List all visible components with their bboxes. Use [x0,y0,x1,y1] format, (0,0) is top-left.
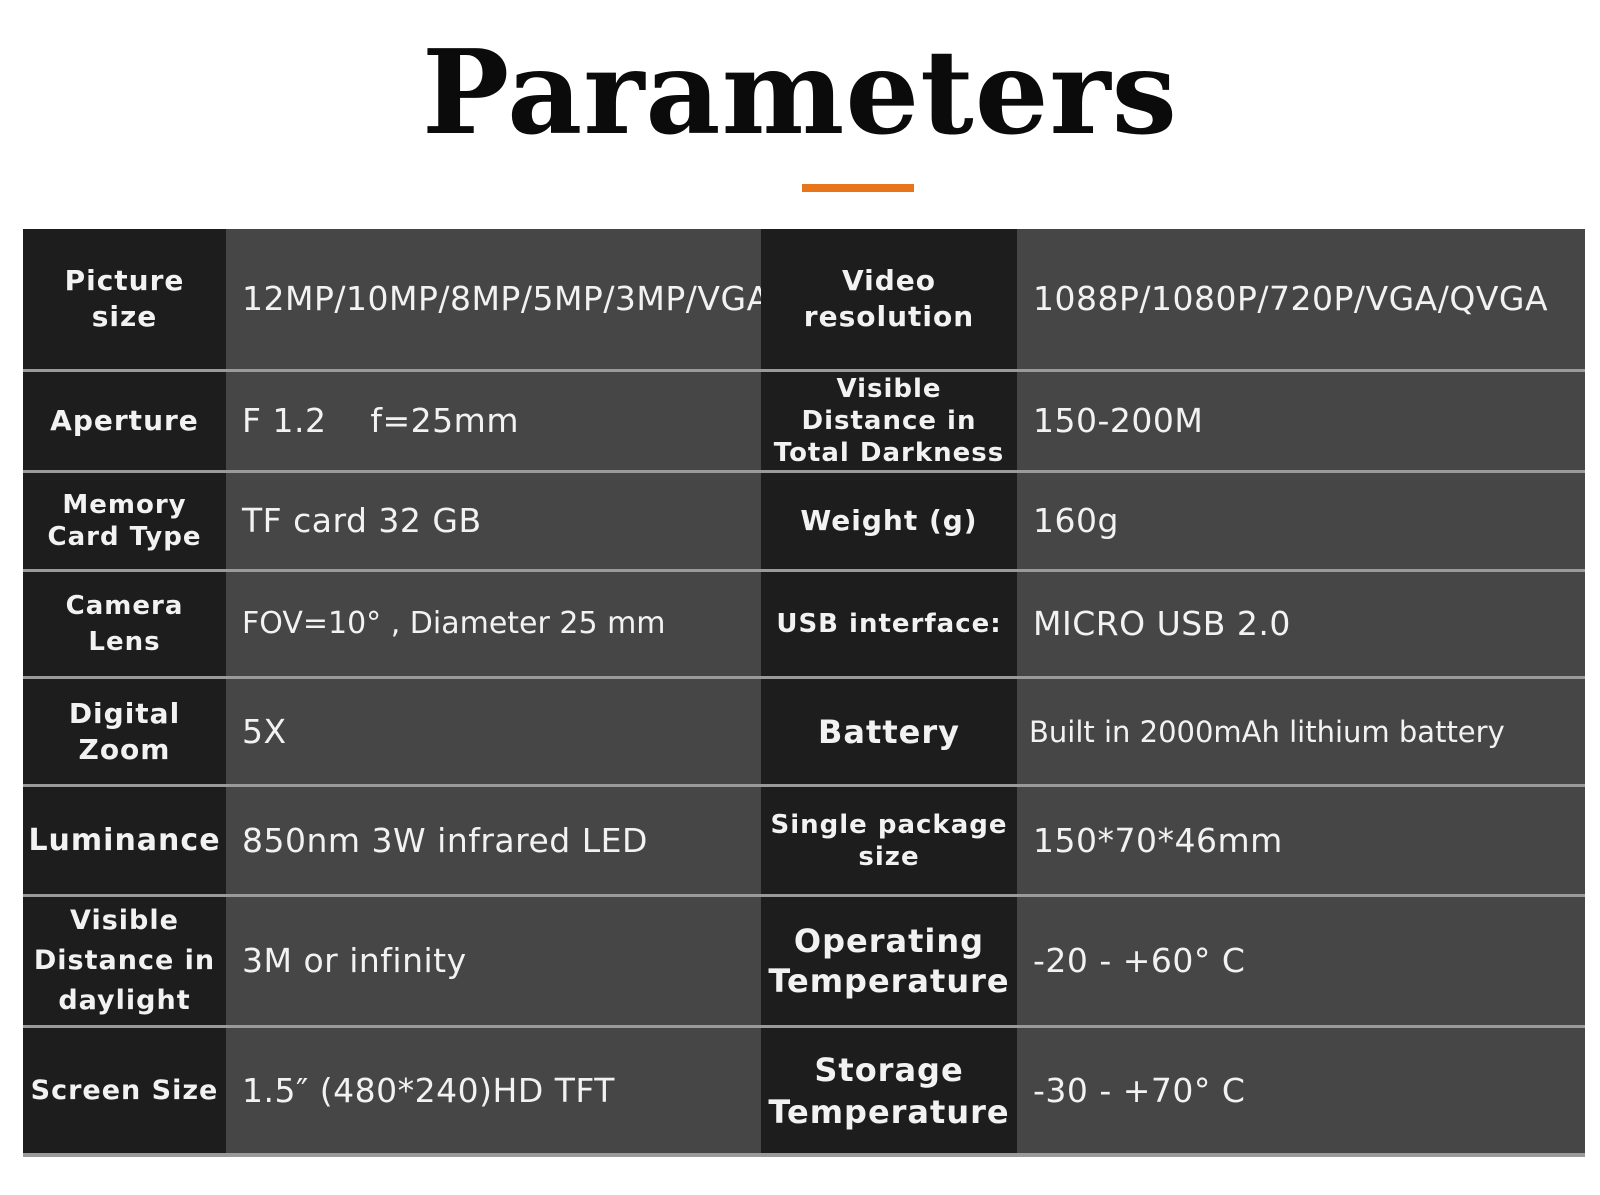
row-5-left-value: 850nm 3W infrared LED [226,787,761,894]
row-3-left-label: Camera Lens [23,572,226,676]
row-2-left-value: TF card 32 GB [226,473,761,569]
row-6-left-label: Visible Distance in daylight [23,897,226,1025]
row-0-right-value: 1088P/1080P/720P/VGA/QVGA [1017,229,1585,369]
row-5-left-label: Luminance [23,787,226,894]
page-title: Parameters [422,25,1178,161]
row-3-right-label: USB interface: [761,572,1017,676]
parameters-table: Picture size 12MP/10MP/8MP/5MP/3MP/VGA V… [23,229,1585,1157]
row-0-left-label: Picture size [23,229,226,369]
row-1-left-label: Aperture [23,372,226,470]
row-6-left-value: 3M or infinity [226,897,761,1025]
row-0-left-value: 12MP/10MP/8MP/5MP/3MP/VGA [226,229,761,369]
row-6-right-value: -20 - +60° C [1017,897,1585,1025]
title-accent-underline [802,184,914,192]
row-7-right-label: Storage Temperature [761,1028,1017,1153]
row-4-left-label: Digital Zoom [23,679,226,784]
row-3-left-value: FOV=10° , Diameter 25 mm [226,572,761,676]
row-5-right-value: 150*70*46mm [1017,787,1585,894]
row-0-right-label: Video resolution [761,229,1017,369]
row-7-right-value: -30 - +70° C [1017,1028,1585,1153]
row-1-right-value: 150-200M [1017,372,1585,470]
row-2-right-label: Weight (g) [761,473,1017,569]
row-7-left-label: Screen Size [23,1028,226,1153]
row-7-left-value: 1.5″ (480*240)HD TFT [226,1028,761,1153]
row-4-right-label: Battery [761,679,1017,784]
row-2-right-value: 160g [1017,473,1585,569]
row-6-right-label: Operating Temperature [761,897,1017,1025]
row-2-left-label: Memory Card Type [23,473,226,569]
row-1-left-value: F 1.2 f=25mm [226,372,761,470]
row-3-right-value: MICRO USB 2.0 [1017,572,1585,676]
row-4-right-value: Built in 2000mAh lithium battery [1017,679,1585,784]
row-1-right-label: Visible Distance in Total Darkness [761,372,1017,470]
row-4-left-value: 5X [226,679,761,784]
row-5-right-label: Single package size [761,787,1017,894]
